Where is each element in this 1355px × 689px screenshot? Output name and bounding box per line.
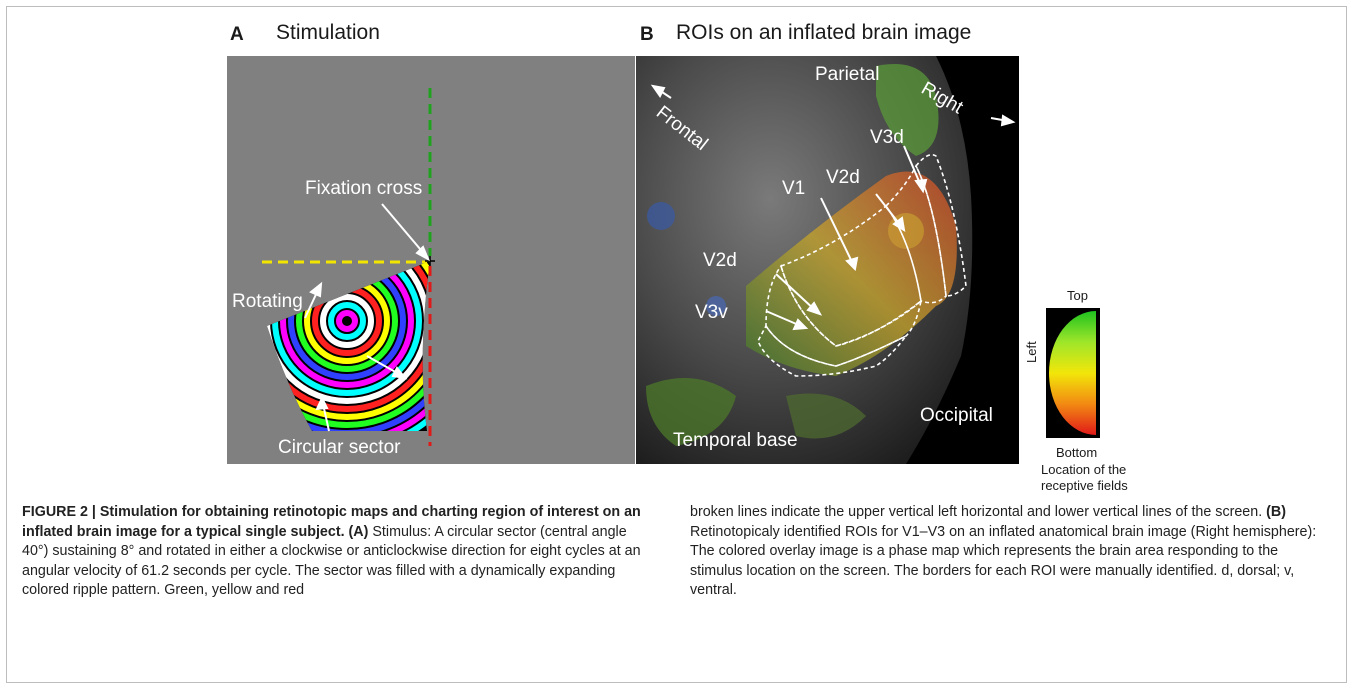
fixation-cross-label: Fixation cross (305, 178, 423, 199)
v3d-label: V3d (870, 127, 904, 148)
caption-b-tag: (B) (1266, 504, 1287, 520)
panel-b-letter: B (640, 24, 654, 45)
brain-panel (636, 56, 1019, 464)
legend-caption-line2: receptive fields (1041, 478, 1128, 493)
occipital-label: Occipital (920, 405, 993, 426)
figure-caption-right: broken lines indicate the upper vertical… (690, 503, 1330, 601)
figure-frame (6, 6, 1347, 683)
fixation-cross-mark (425, 256, 435, 266)
roi-v3v-border (757, 324, 907, 377)
receptive-field-legend (1046, 308, 1100, 438)
caption-a-text: Stimulus: A circular sector (central ang… (22, 523, 641, 599)
v3v-label: V3v (695, 302, 728, 323)
roi-v3d-border (915, 153, 967, 297)
roi-v1-border (780, 204, 922, 347)
legend-top-label: Top (1067, 288, 1088, 303)
legend-caption-line1: Location of the (1041, 462, 1127, 477)
legend-bottom-label: Bottom (1056, 445, 1098, 460)
v2d-mid-label: V2d (703, 250, 737, 271)
rotating-label: Rotating (232, 291, 303, 312)
caption-a-tag: (A) (348, 523, 369, 540)
caption-right-text-2: Retinotopicaly identified ROIs for V1–V3… (690, 523, 1317, 599)
legend-left-label: Left (1024, 341, 1039, 363)
temporal-base-label: Temporal base (673, 430, 798, 451)
circular-sector-label: Circular sector (278, 437, 401, 458)
v1-label: V1 (782, 178, 806, 199)
parietal-label: Parietal (815, 64, 880, 85)
panel-b-title: ROIs on an inflated brain image (676, 21, 972, 44)
figure-caption-title: FIGURE 2 | Stimulation for obtaining ret… (22, 504, 641, 540)
stimulus-panel (227, 56, 635, 464)
panel-a-title: Stimulation (276, 21, 380, 44)
figure-caption-left: FIGURE 2 | Stimulation for obtaining ret… (22, 503, 642, 601)
roi-v2v-border (765, 264, 923, 367)
panel-a-letter: A (230, 24, 244, 45)
roi-v2d-border (884, 164, 947, 304)
caption-right-text-1: broken lines indicate the upper vertical… (690, 504, 1267, 520)
v2d-top-label: V2d (826, 167, 860, 188)
